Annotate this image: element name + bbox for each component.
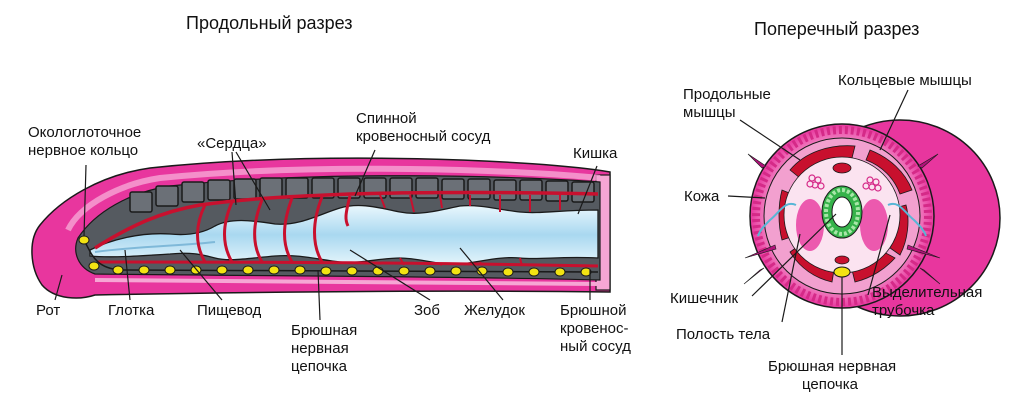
title-transverse: Поперечный разрез xyxy=(754,19,920,39)
label-esophagus: Пищевод xyxy=(197,302,262,319)
transverse-section xyxy=(727,89,1001,355)
cross-excretory-left xyxy=(757,202,797,237)
cross-setae xyxy=(743,153,941,285)
label-nerve-ring: Окологлоточное нервное кольцо xyxy=(28,124,141,160)
ventral-vessel xyxy=(97,260,599,268)
label-ventral-cord-line1: Брюшная нервная xyxy=(768,358,897,375)
label-mouth: Рот xyxy=(36,302,61,319)
label-dorsal-vessel-line1: Спинной xyxy=(356,110,417,127)
label-dorsal-vessel-line2: кровеносный сосуд xyxy=(356,128,491,145)
worm-skin-bottom xyxy=(94,278,599,286)
label-ventral-vessel-line1: Брюшной xyxy=(560,302,627,319)
label-ventral-cord-line2: цепочка xyxy=(802,376,858,393)
label-nerve-ring-line2: нервное кольцо xyxy=(28,142,139,159)
label-hearts: «Сердца» xyxy=(197,135,267,152)
cross-ventral-vessel xyxy=(834,255,850,265)
label-body-cavity: Полость тела xyxy=(676,326,771,343)
label-excretory-tube-line2: трубочка xyxy=(872,302,935,319)
label-longitudinal-muscles-line1: Продольные xyxy=(683,86,771,103)
leader-lines-right xyxy=(727,89,909,355)
label-ventral-nerve-cord-line3: цепочка xyxy=(291,358,347,375)
worm-skin-highlight xyxy=(65,165,601,232)
label-longitudinal-muscles-line2: мышцы xyxy=(683,104,736,121)
label-stomach: Желудок xyxy=(464,302,525,319)
label-crop: Зоб xyxy=(414,302,440,319)
cross-excretory-right xyxy=(887,202,927,237)
cross-gut-beads xyxy=(824,188,860,236)
cross-gonads xyxy=(806,174,882,192)
label-longitudinal-muscles: Продольные мышцы xyxy=(683,86,771,122)
esophagus xyxy=(94,241,216,253)
title-longitudinal: Продольный разрез xyxy=(186,13,353,33)
cross-gut-lumen xyxy=(831,196,853,228)
label-skin: Кожа xyxy=(684,188,720,205)
gut-tube xyxy=(89,204,599,265)
label-excretory-tube: Выделительная трубочка xyxy=(872,284,982,320)
label-intestine: Кишка xyxy=(573,145,618,162)
longitudinal-section xyxy=(31,149,611,321)
cross-nerve-cord xyxy=(833,266,851,278)
label-pharynx: Глотка xyxy=(108,302,155,319)
label-gut: Кишечник xyxy=(670,290,739,307)
cross-lobe-left xyxy=(796,199,824,251)
label-ventral-vessel-line3: ный сосуд xyxy=(560,338,631,355)
cross-dorsal-vessel xyxy=(832,162,852,174)
cross-lobe-right xyxy=(860,199,888,251)
label-ventral-nerve-cord-line1: Брюшная xyxy=(291,322,358,339)
leader-lines-left xyxy=(54,149,598,321)
label-ventral-cord: Брюшная нервная цепочка xyxy=(768,358,896,394)
label-ventral-nerve-cord-line2: нервная xyxy=(291,340,349,357)
label-ventral-vessel-line2: кровенос- xyxy=(560,320,629,337)
hearts xyxy=(196,195,352,263)
label-ventral-vessel: Брюшной кровенос- ный сосуд xyxy=(560,302,631,356)
label-nerve-ring-line1: Окологлоточное xyxy=(28,124,142,141)
label-excretory-tube-line1: Выделительная xyxy=(872,284,983,301)
label-ventral-nerve-cord: Брюшная нервная цепочка xyxy=(291,322,357,376)
segmental-vessels xyxy=(379,194,561,267)
dorsal-vessel xyxy=(94,190,599,250)
label-circular-muscles: Кольцевые мышцы xyxy=(838,72,972,89)
label-dorsal-vessel: Спинной кровеносный сосуд xyxy=(356,110,490,146)
